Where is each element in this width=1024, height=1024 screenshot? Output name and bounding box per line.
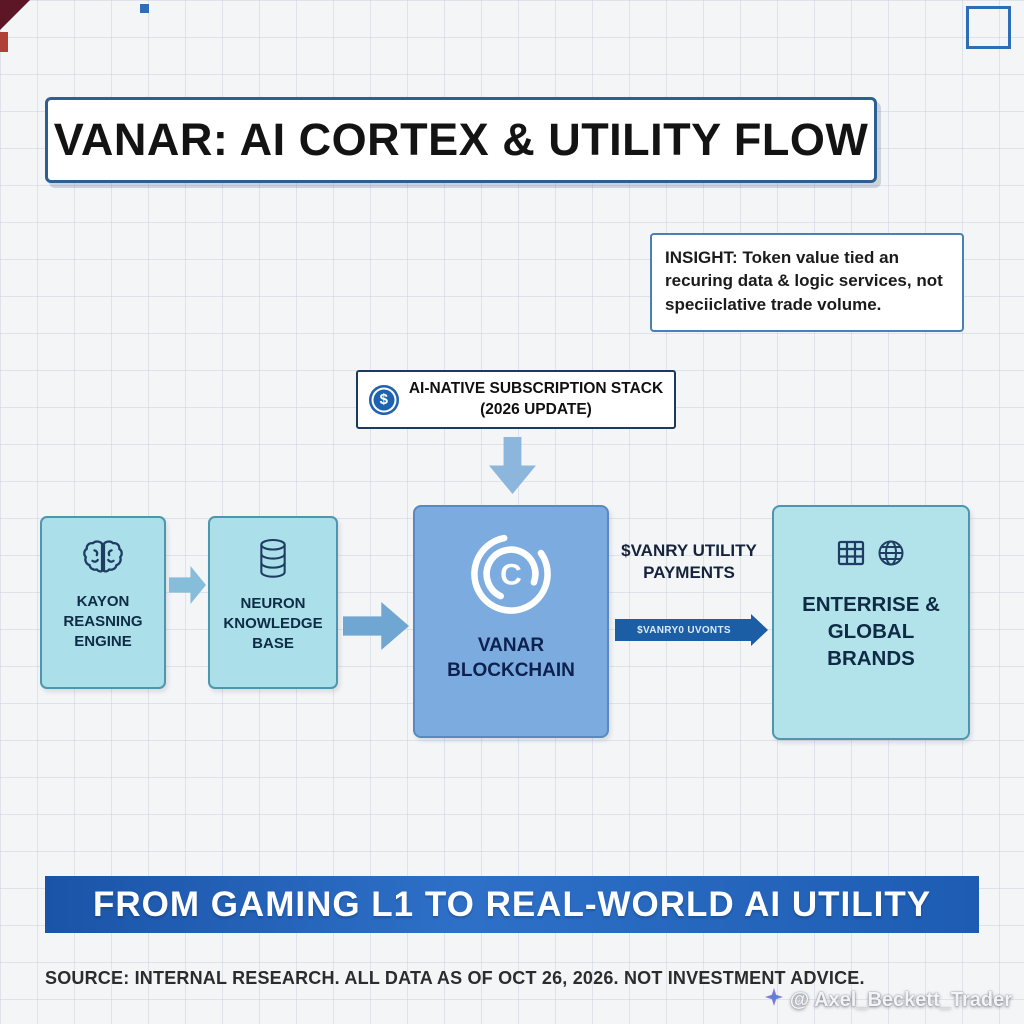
subscription-line2: (2026 UPDATE) xyxy=(480,400,592,418)
vanar-logo-icon: C xyxy=(466,529,556,619)
insight-box: INSIGHT: Token value tied an recuring da… xyxy=(650,233,964,332)
node-vanar-blockchain: C VANAR BLOCKCHAIN xyxy=(413,505,609,738)
database-icon xyxy=(254,537,292,581)
node-neuron-knowledge-base: NEURON KNOWLEDGE BASE xyxy=(208,516,338,689)
banner-text: FROM GAMING L1 TO REAL-WORLD AI UTILITY xyxy=(92,884,932,924)
node-label: VANAR BLOCKCHAIN xyxy=(447,635,575,682)
top-edge-mark xyxy=(140,4,149,13)
building-icon xyxy=(835,537,867,574)
brain-icon xyxy=(80,537,126,579)
svg-text:C: C xyxy=(500,558,522,591)
payment-arrow-text: $VANRY0 UVONTS xyxy=(637,624,731,636)
payment-arrow-head xyxy=(751,614,768,646)
bottom-banner: FROM GAMING L1 TO REAL-WORLD AI UTILITY xyxy=(45,876,979,933)
sparkle-icon xyxy=(764,988,783,1012)
flow-arrow-2 xyxy=(343,602,409,650)
building-globe-icon xyxy=(835,537,907,574)
globe-icon xyxy=(875,537,907,574)
watermark: @ Axel_Beckett_Trader xyxy=(764,988,1012,1012)
page-title: VANAR: AI CORTEX & UTILITY FLOW xyxy=(53,114,869,165)
flow-arrow-1 xyxy=(169,566,206,604)
coin-symbol: $ xyxy=(379,391,388,408)
insight-text: Token value tied an recuring data & logi… xyxy=(665,248,943,314)
top-right-square-decoration xyxy=(966,6,1011,49)
subscription-stack-box: $ AI-NATIVE SUBSCRIPTION STACK (2026 UPD… xyxy=(356,370,676,429)
subscription-line1: AI-NATIVE SUBSCRIPTION STACK xyxy=(408,380,664,398)
insight-label: INSIGHT: xyxy=(665,248,738,267)
payment-arrow: $VANRY0 UVONTS xyxy=(615,612,768,648)
coin-icon: $ xyxy=(368,384,399,415)
node-label: ENTERRISE & GLOBAL BRANDS xyxy=(802,593,940,671)
watermark-text: @ Axel_Beckett_Trader xyxy=(789,988,1012,1011)
node-label: KAYON REASNING ENGINE xyxy=(63,593,143,650)
down-arrow xyxy=(489,437,536,494)
left-edge-mark xyxy=(0,32,8,52)
corner-triangle-decoration xyxy=(0,0,30,30)
subscription-label: AI-NATIVE SUBSCRIPTION STACK (2026 UPDAT… xyxy=(409,379,663,419)
utility-payments-label: $VANRY UTILITY PAYMENTS xyxy=(621,541,757,582)
title-box: VANAR: AI CORTEX & UTILITY FLOW xyxy=(45,97,877,183)
node-label: NEURON KNOWLEDGE BASE xyxy=(223,595,323,652)
source-note: SOURCE: INTERNAL RESEARCH. ALL DATA AS O… xyxy=(45,968,865,988)
node-enterprise-global-brands: ENTERRISE & GLOBAL BRANDS xyxy=(772,505,970,740)
payment-arrow-shaft: $VANRY0 UVONTS xyxy=(615,619,753,641)
node-kayon-reasoning-engine: KAYON REASNING ENGINE xyxy=(40,516,166,689)
